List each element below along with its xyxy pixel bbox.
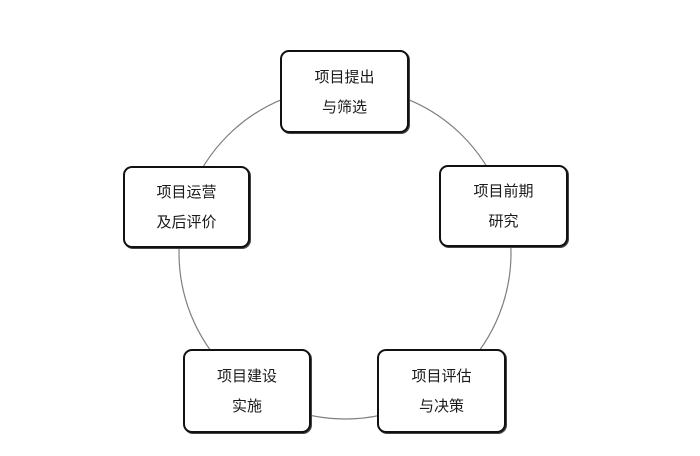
stage-label-line2: 与决策 bbox=[418, 397, 464, 415]
stage-label-line1: 项目评估 bbox=[411, 367, 472, 385]
stage-box-evaluation: 项目评估 与决策 bbox=[377, 349, 506, 433]
stage-box-preliminary-research: 项目前期 研究 bbox=[439, 165, 568, 247]
stage-box-operation: 项目运营 及后评价 bbox=[123, 166, 250, 248]
stage-label-line2: 及后评价 bbox=[156, 213, 217, 231]
stage-label-line2: 研究 bbox=[488, 212, 519, 230]
stage-label-line1: 项目前期 bbox=[473, 182, 534, 200]
stage-label-line1: 项目提出 bbox=[314, 67, 375, 86]
stage-box-proposal: 项目提出 与筛选 bbox=[280, 50, 409, 133]
stage-label-line1: 项目建设 bbox=[216, 367, 277, 385]
stage-label-line2: 与筛选 bbox=[321, 97, 367, 116]
stage-label-line2: 实施 bbox=[231, 397, 262, 415]
stage-label-line1: 项目运营 bbox=[156, 183, 217, 201]
stage-box-construction: 项目建设 实施 bbox=[183, 349, 311, 433]
